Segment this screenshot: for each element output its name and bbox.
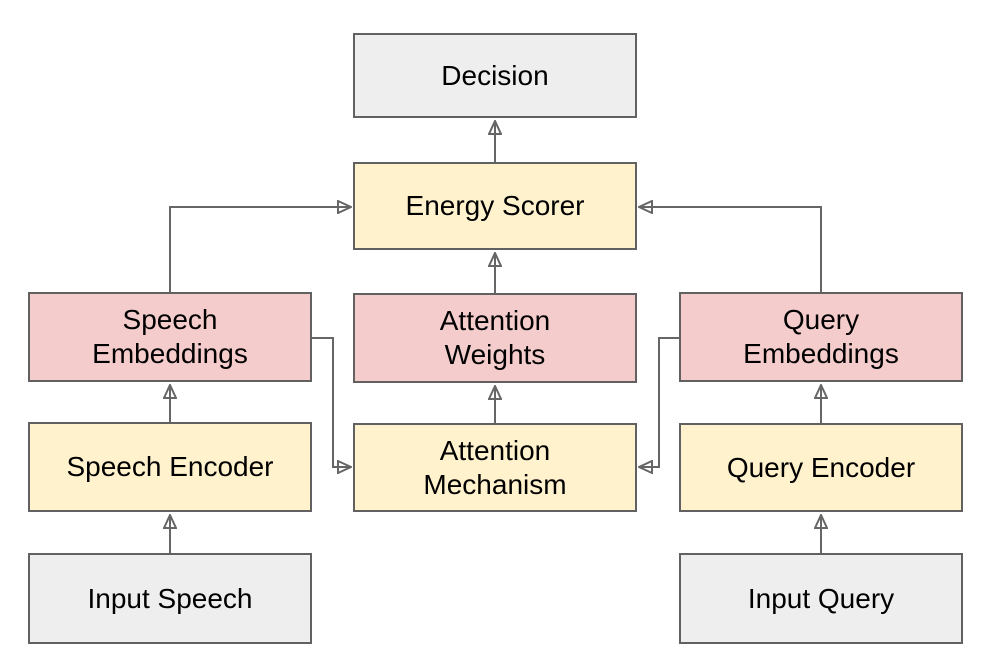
node-input-speech: Input Speech [28,553,312,644]
node-input-query: Input Query [679,553,963,644]
node-query-encoder: Query Encoder [679,423,963,512]
node-speech-embeddings: Speech Embeddings [28,292,312,382]
node-attention-weights: Attention Weights [353,293,637,383]
arrow-speech-embeddings-to-attention-mechanism [312,337,350,467]
node-query-embeddings: Query Embeddings [679,292,963,382]
node-speech-encoder: Speech Encoder [28,422,312,512]
arrow-query-embeddings-to-attention-mechanism [640,337,679,467]
node-decision: Decision [353,33,637,118]
node-energy-scorer: Energy Scorer [353,162,637,250]
node-attention-mechanism: Attention Mechanism [353,423,637,512]
arrow-query-embeddings-to-energy-scorer [640,207,822,292]
arrow-speech-embeddings-to-energy-scorer [169,207,350,292]
